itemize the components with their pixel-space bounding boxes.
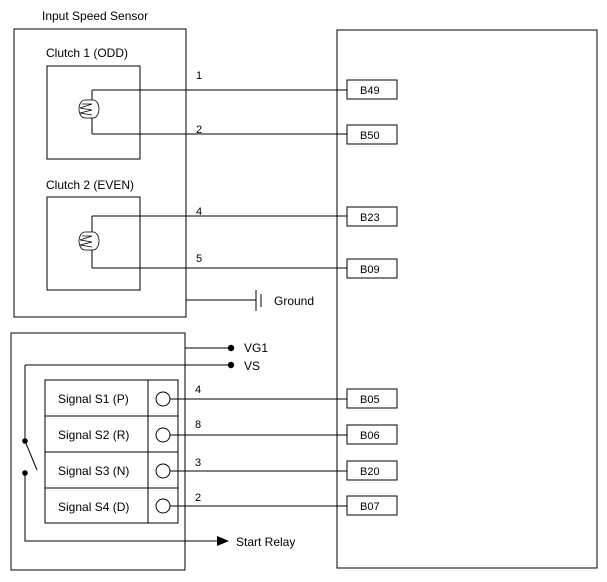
- terminal-box: [346, 258, 398, 279]
- pin-label: 5: [196, 253, 202, 265]
- clutch2-box: [46, 196, 141, 291]
- terminal-label: B09: [360, 264, 380, 276]
- connector-circle: [155, 463, 171, 479]
- clutch2-label: Clutch 2 (EVEN): [46, 178, 134, 192]
- start-relay-label: Start Relay: [236, 535, 295, 549]
- clutch1-label: Clutch 1 (ODD): [46, 46, 128, 60]
- terminal-label: B06: [360, 430, 380, 442]
- arrow-icon: [217, 536, 229, 546]
- coil-icon: [78, 216, 100, 268]
- ground-icon: [255, 290, 262, 311]
- terminal-box: [346, 206, 398, 227]
- sensor-box: [13, 28, 187, 318]
- pin-label: 4: [195, 384, 201, 396]
- ground-label: Ground: [274, 294, 314, 308]
- terminal-box: [346, 495, 398, 516]
- switch-lever: [24, 440, 38, 471]
- terminal-label: B50: [360, 130, 380, 142]
- signal-label: Signal S2 (R): [58, 428, 129, 442]
- pin-label: 4: [196, 206, 202, 218]
- connector-circle: [155, 427, 171, 443]
- clutch1-box: [46, 65, 141, 160]
- coil-icon: [78, 90, 100, 134]
- start-relay-wire: [24, 473, 218, 542]
- connector-circle: [155, 498, 171, 514]
- pin-label: 1: [196, 70, 202, 82]
- pin-label: 3: [195, 457, 201, 469]
- signal-label: Signal S1 (P): [58, 392, 129, 406]
- terminal-box: [346, 124, 398, 145]
- terminal-label: B07: [360, 501, 380, 513]
- terminal-box: [346, 388, 398, 409]
- switch-box: [10, 332, 186, 571]
- terminal-box: [346, 460, 398, 481]
- connector-circle: [155, 391, 171, 407]
- vs-node: [227, 361, 235, 369]
- vs-wire: [24, 364, 231, 441]
- pin-label: 8: [195, 419, 201, 431]
- vg1-label: VG1: [244, 341, 268, 355]
- signal-label: Signal S3 (N): [58, 464, 129, 478]
- sensor-title: Input Speed Sensor: [42, 9, 148, 23]
- vg1-node: [227, 344, 235, 352]
- terminal-label: B49: [360, 85, 380, 97]
- vs-label: VS: [244, 359, 260, 373]
- signal-label: Signal S4 (D): [58, 500, 129, 514]
- terminal-label: B20: [360, 466, 380, 478]
- pin-label: 2: [195, 492, 201, 504]
- ecu-box: [336, 29, 598, 569]
- terminal-box: [346, 79, 398, 100]
- terminal-box: [346, 424, 398, 445]
- pin-label: 2: [196, 124, 202, 136]
- terminal-label: B23: [360, 212, 380, 224]
- terminal-label: B05: [360, 394, 380, 406]
